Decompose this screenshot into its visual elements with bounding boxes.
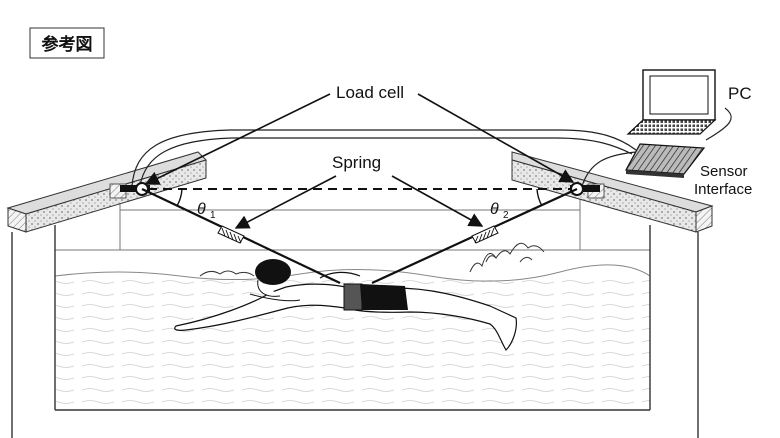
sensor-label: Sensor — [700, 163, 748, 180]
angle-arc-right — [536, 188, 543, 207]
theta2-label: θ 2 — [490, 201, 509, 221]
callout-arrows — [144, 93, 575, 229]
figure-tag: 参考図 — [29, 27, 105, 59]
svg-text:θ: θ — [490, 201, 499, 218]
svg-text:θ: θ — [197, 201, 206, 218]
splash — [199, 242, 545, 277]
pc-label: PC — [728, 84, 752, 103]
svg-text:1: 1 — [210, 210, 216, 221]
sensor-cables — [131, 107, 732, 187]
pc — [626, 69, 717, 135]
angle-arc-left — [176, 188, 183, 207]
spring-label: Spring — [332, 153, 381, 172]
theta1-label: θ 1 — [197, 201, 216, 221]
spring-right — [471, 225, 499, 244]
swimmer — [174, 259, 517, 351]
right-deck-beam — [511, 151, 714, 233]
load-cell-label: Load cell — [336, 83, 404, 102]
figure-tag-text: 参考図 — [42, 34, 93, 55]
spring-left — [217, 225, 245, 244]
sensor-interface — [625, 143, 706, 178]
svg-text:2: 2 — [503, 210, 509, 221]
interface-label: Interface — [694, 181, 752, 198]
